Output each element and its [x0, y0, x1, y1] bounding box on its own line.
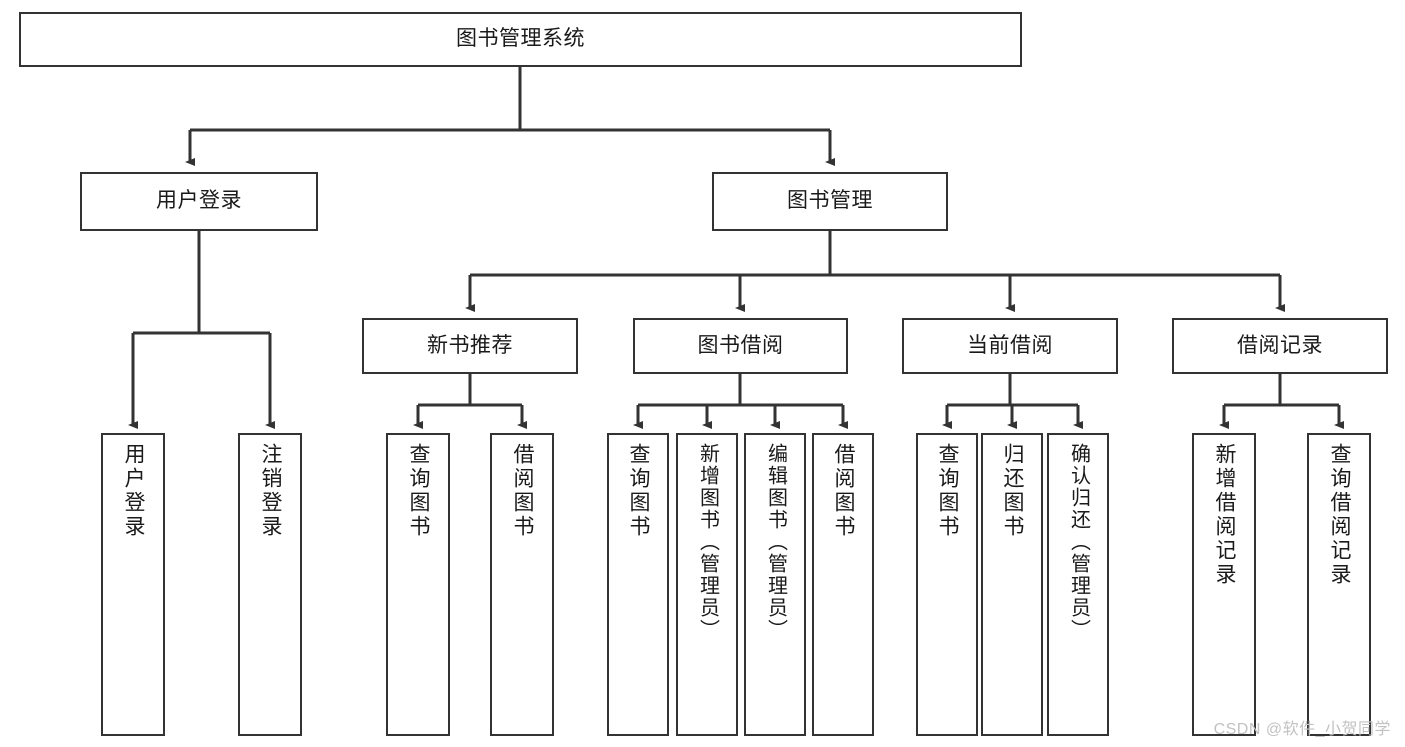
node-leaf-borrow-book-1-label: 借阅图书	[511, 443, 535, 539]
node-leaf-confirm-return[interactable]: 确认归还（管理员）	[1047, 433, 1109, 736]
node-leaf-logout[interactable]: 注销登录	[238, 433, 302, 736]
node-leaf-logout-label: 注销登录	[259, 443, 283, 539]
node-leaf-user-login-label: 用户登录	[122, 443, 146, 539]
node-current-borrow-label: 当前借阅	[967, 333, 1053, 357]
node-new-book-recommend[interactable]: 新书推荐	[362, 318, 578, 374]
node-leaf-query-book-3-label: 查询图书	[936, 443, 960, 539]
node-leaf-query-book-1-label: 查询图书	[407, 443, 431, 539]
node-leaf-query-book-2[interactable]: 查询图书	[607, 433, 669, 736]
node-borrow-record[interactable]: 借阅记录	[1172, 318, 1388, 374]
node-leaf-add-book-label: 新增图书（管理员）	[696, 443, 719, 641]
watermark: CSDN @软件_小贺同学	[1213, 721, 1391, 738]
node-leaf-query-book-2-label: 查询图书	[627, 443, 651, 539]
node-root[interactable]: 图书管理系统	[19, 12, 1022, 67]
node-book-borrow[interactable]: 图书借阅	[633, 318, 848, 374]
node-leaf-query-book-3[interactable]: 查询图书	[916, 433, 978, 736]
node-leaf-add-record-label: 新增借阅记录	[1213, 443, 1237, 587]
node-leaf-borrow-book-2[interactable]: 借阅图书	[812, 433, 874, 736]
node-leaf-return-book[interactable]: 归还图书	[981, 433, 1043, 736]
node-leaf-confirm-return-label: 确认归还（管理员）	[1067, 443, 1090, 641]
node-leaf-add-record[interactable]: 新增借阅记录	[1192, 433, 1256, 736]
node-current-borrow[interactable]: 当前借阅	[902, 318, 1118, 374]
node-leaf-return-book-label: 归还图书	[1001, 443, 1025, 539]
node-book-borrow-label: 图书借阅	[697, 333, 784, 357]
node-leaf-query-book-1[interactable]: 查询图书	[386, 433, 450, 736]
node-user-login[interactable]: 用户登录	[80, 172, 318, 231]
node-leaf-borrow-book-2-label: 借阅图书	[832, 443, 856, 539]
node-leaf-query-record-label: 查询借阅记录	[1328, 443, 1352, 587]
node-borrow-record-label: 借阅记录	[1237, 333, 1323, 357]
node-book-manage[interactable]: 图书管理	[712, 172, 948, 231]
node-leaf-edit-book[interactable]: 编辑图书（管理员）	[744, 433, 806, 736]
node-user-login-label: 用户登录	[156, 189, 242, 213]
node-root-label: 图书管理系统	[456, 27, 585, 51]
node-new-book-recommend-label: 新书推荐	[427, 333, 513, 357]
node-leaf-add-book[interactable]: 新增图书（管理员）	[676, 433, 738, 736]
node-book-manage-label: 图书管理	[787, 189, 873, 213]
node-leaf-query-record[interactable]: 查询借阅记录	[1307, 433, 1371, 736]
node-leaf-user-login[interactable]: 用户登录	[101, 433, 165, 736]
node-leaf-edit-book-label: 编辑图书（管理员）	[764, 443, 787, 641]
node-leaf-borrow-book-1[interactable]: 借阅图书	[490, 433, 554, 736]
